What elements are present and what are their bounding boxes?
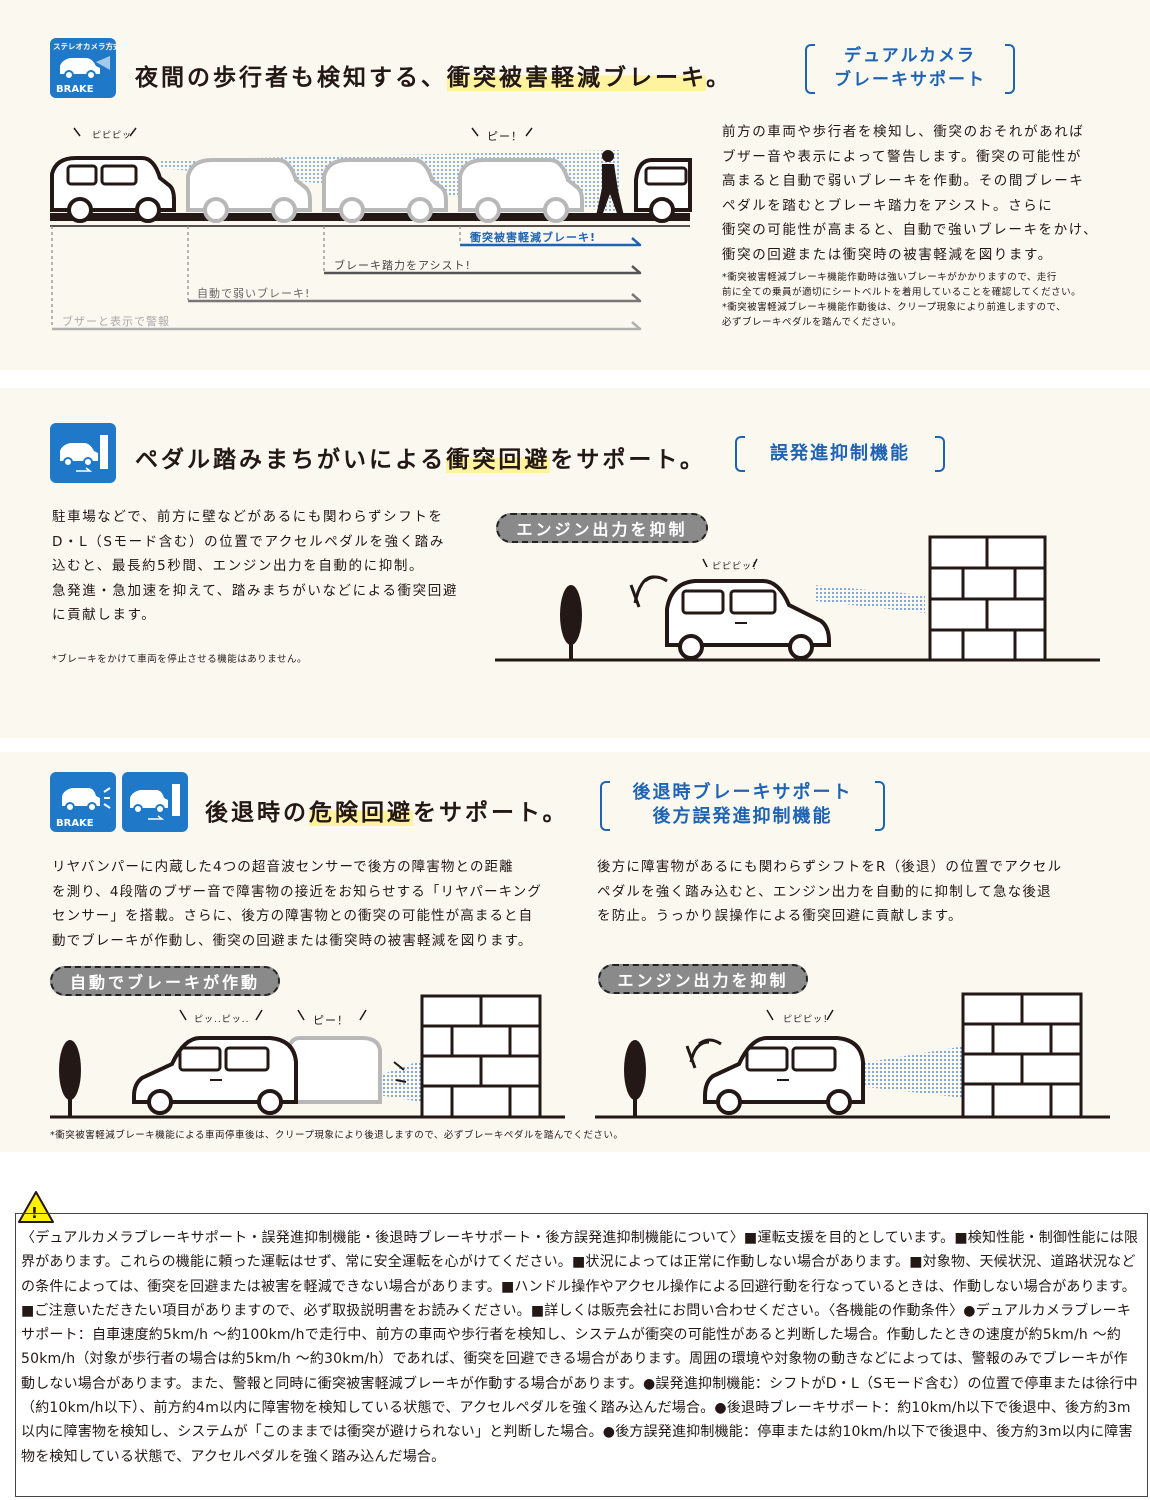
section1-body-line: 高まると自動で弱いブレーキを作動。その間ブレーキ	[722, 173, 1085, 189]
section3-auto-brake-pill: 自動でブレーキが作動	[50, 966, 280, 996]
erroneous-start-icon	[50, 423, 116, 483]
section2-body-line: 急発進・急加速を抑えて、踏みまちがいなどによる衝突回避	[52, 582, 458, 599]
section2-body-line: 駐車場などで、前方に壁などがあるにも関わらずシフトを	[52, 509, 444, 525]
section1-title: 夜間の歩行者も検知する、衝突被害軽減ブレーキ。	[135, 58, 732, 92]
section3-sound-left2: ピー！	[313, 1014, 349, 1027]
sound-beep-1: ピピピッ	[92, 131, 133, 141]
rear-brake-icon: BRAKE	[50, 772, 116, 832]
car-wall-icon	[60, 435, 108, 472]
section1-body-line: ペダルを踏むとブレーキ踏力をアシスト。さらに	[722, 197, 1054, 214]
section3-sound-left1: ピッ..ピッ..	[194, 1015, 250, 1025]
section1-tag-line1: デュアルカメラ	[844, 46, 976, 66]
bracket-left	[600, 781, 610, 831]
section2-tag-text: 誤発進抑制機能	[770, 443, 910, 464]
section2-note: *ブレーキをかけて車両を停止させる機能はありません。	[52, 654, 307, 665]
erroneous-start-diagram	[495, 535, 1100, 662]
section1-tag: デュアルカメラ ブレーキサポート	[805, 44, 1015, 94]
rear-car-wall-icon	[130, 784, 180, 820]
bracket-right	[935, 436, 945, 472]
rear-erroneous-start-icon	[122, 772, 188, 832]
step-weak-brake: 自動で弱いブレーキ!	[197, 287, 311, 300]
stereo-camera-brake-icon: ステレオカメラ方式 BRAKE	[50, 38, 121, 98]
step-brake-assist: ブレーキ踏力をアシスト!	[334, 259, 471, 272]
section3-note: *衝突被害軽減ブレーキ機能による車両停車後は、クリープ現象により後退しますので、…	[50, 1130, 624, 1141]
sound-beep-2: ピー！	[487, 130, 523, 143]
icon-top-label: ステレオカメラ方式	[53, 42, 121, 51]
section3-tag-line1: 後退時ブレーキサポート	[632, 782, 853, 803]
section2-body-line: 込むと、最長約5秒間、エンジン出力を自動的に抑制。	[52, 558, 425, 574]
bracket-left	[735, 436, 745, 472]
car-radar-icon	[60, 56, 110, 80]
section3-sound-right: ピピピッ！	[783, 1015, 834, 1025]
section1-body: 前方の車両や歩行者を検知し、衝突のおそれがあれば ブザー音や表示によって警告しま…	[722, 120, 1122, 267]
section2-engine-suppress-pill: エンジン出力を抑制	[496, 513, 708, 543]
step-buzzer-warning: ブザーと表示で警報	[62, 315, 170, 328]
section1-note-line: *衝突被害軽減ブレーキ機能作動時は強いブレーキがかかりますので、走行	[722, 272, 1057, 283]
section3-tag: 後退時ブレーキサポート 後方誤発進抑制機能	[600, 781, 885, 831]
section3-body-line: リヤバンパーに内蔵した4つの超音波センサーで後方の障害物との距離	[52, 859, 514, 875]
section2-title-highlight: 衝突回避	[446, 447, 551, 473]
warning-box: 〈デュアルカメラブレーキサポート・誤発進抑制機能・後退時ブレーキサポート・後方誤…	[15, 1213, 1148, 1497]
section3-body-line: 動でブレーキが作動し、衝突の回避または衝突時の被害軽減を図ります。	[52, 932, 533, 949]
rear-brake-icon-label: BRAKE	[56, 818, 94, 829]
section1-note-line: 前に全ての乗員が適切にシートベルトを着用していることを確認してください。	[722, 287, 1082, 298]
section3-body-right: 後方に障害物があるにも関わらずシフトをR（後退）の位置でアクセル ペダルを強く踏…	[597, 855, 1117, 929]
section2-title: ペダル踏みまちがいによる衝突回避をサポート。	[135, 440, 706, 474]
bracket-right	[875, 781, 885, 831]
section1-notes: *衝突被害軽減ブレーキ機能作動時は強いブレーキがかかりますので、走行 前に全ての…	[722, 270, 1122, 330]
section1-body-line: 衝突の回避または衝突時の被害軽減を図ります。	[722, 246, 1053, 263]
section3-title: 後退時の危険回避をサポート。	[205, 793, 569, 827]
section3-body-line: を防止。うっかり誤操作による衝突回避に貢献します。	[597, 908, 963, 924]
section1-title-highlight: 衝突被害軽減ブレーキ	[447, 65, 707, 91]
rear-erroneous-start-diagram	[595, 992, 1110, 1119]
section2-tag: 誤発進抑制機能	[735, 436, 945, 472]
section3-tag-line2: 後方誤発進抑制機能	[652, 806, 833, 827]
rear-brake-diagram	[50, 994, 565, 1119]
section1-title-pre: 夜間の歩行者も検知する、	[135, 65, 447, 91]
section3-body-line: ペダルを強く踏み込むと、エンジン出力を自動的に抑制して急な後退	[597, 883, 1052, 900]
section3-title-post: をサポート。	[413, 800, 569, 826]
warning-text: 〈デュアルカメラブレーキサポート・誤発進抑制機能・後退時ブレーキサポート・後方誤…	[21, 1230, 1139, 1465]
section2-sound: ピピピッ！	[712, 562, 763, 572]
section1-note-line: *衝突被害軽減ブレーキ機能作動後は、クリープ現象により前進しますので、	[722, 302, 1067, 313]
section2-body-line: D・L（Sモード含む）の位置でアクセルペダルを強く踏み	[52, 533, 446, 550]
warning-triangle-icon	[18, 1191, 54, 1223]
section1-title-post: 。	[706, 65, 733, 91]
section2-body: 駐車場などで、前方に壁などがあるにも関わらずシフトを D・L（Sモード含む）の位…	[52, 505, 482, 628]
section3-engine-suppress-pill: エンジン出力を抑制	[598, 964, 808, 994]
section1-note-line: 必ずブレーキペダルを踏んでください。	[722, 317, 902, 328]
bracket-left	[805, 44, 815, 94]
section3-body-line: を測り、4段階のブザー音で障害物の接近をお知らせする「リヤパーキング	[52, 883, 543, 900]
section3-body-left: リヤバンパーに内蔵した4つの超音波センサーで後方の障害物との距離 を測り、4段階…	[52, 855, 582, 953]
section1-body-line: 衝突の可能性が高まると、自動で強いブレーキをかけ、	[722, 222, 1099, 238]
section3-body-line: 後方に障害物があるにも関わらずシフトをR（後退）の位置でアクセル	[597, 859, 1063, 875]
section2-title-post: をサポート。	[550, 447, 706, 473]
section1-body-line: 前方の車両や歩行者を検知し、衝突のおそれがあれば	[722, 124, 1085, 140]
step-collision-brake: 衝突被害軽減ブレーキ!	[470, 231, 597, 244]
section2-body-line: に貢献します。	[52, 607, 157, 623]
section3-title-highlight: 危険回避	[309, 800, 413, 826]
section2-title-pre: ペダル踏みまちがいによる	[135, 447, 447, 473]
rear-car-icon	[62, 787, 111, 812]
bracket-right	[1005, 44, 1015, 94]
section3-title-pre: 後退時の	[205, 800, 309, 826]
collision-brake-diagram	[50, 127, 692, 331]
section3-body-line: センサー」を搭載。さらに、後方の障害物との衝突の可能性が高まると自	[52, 908, 534, 924]
section1-body-line: ブザー音や表示によって警告します。衝突の可能性が	[722, 148, 1082, 165]
section1-tag-line2: ブレーキサポート	[834, 70, 986, 90]
icon-bottom-label: BRAKE	[56, 84, 94, 95]
